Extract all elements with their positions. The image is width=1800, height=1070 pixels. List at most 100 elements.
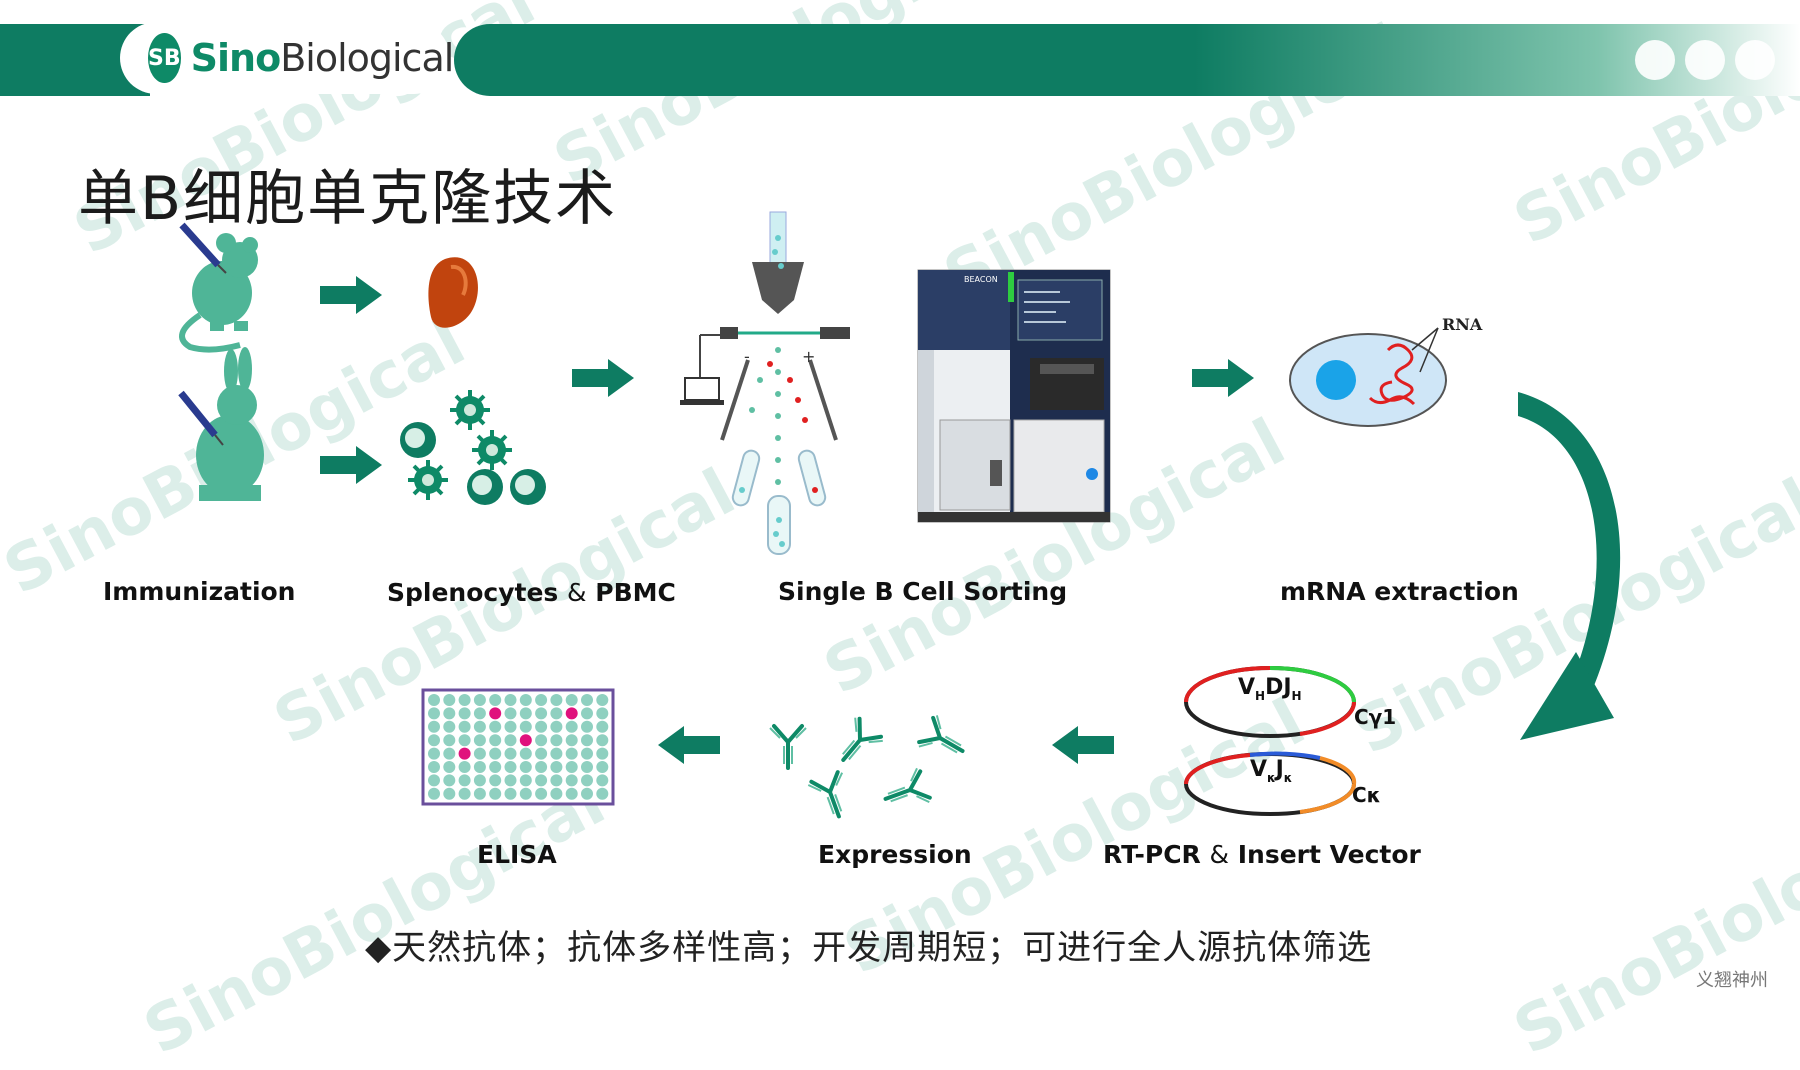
plate-well [519, 774, 532, 787]
plate-well [428, 694, 440, 706]
plate-well [535, 734, 548, 747]
plate-well [581, 734, 593, 747]
plate-well [504, 761, 517, 773]
plate-well [443, 761, 456, 773]
plate-well [565, 787, 578, 800]
plate-well [550, 707, 563, 720]
plate-well [565, 720, 578, 733]
plate-well [428, 720, 440, 733]
plate-well [504, 720, 517, 733]
logo-text: SinoBiological [190, 36, 455, 80]
plate-well [504, 774, 517, 787]
plate-well [458, 734, 471, 747]
plate-well [428, 774, 440, 787]
plate-well [489, 747, 502, 760]
beacon-machine-icon: BEACON [917, 269, 1111, 523]
plate-well [458, 747, 471, 760]
plate-well [581, 774, 593, 787]
plate-well [596, 734, 609, 747]
plate-well [458, 707, 471, 720]
plate-well [535, 747, 548, 760]
plate-well [428, 761, 440, 773]
plate-well [504, 787, 517, 800]
plate-well [489, 761, 502, 773]
plate-well [519, 787, 532, 800]
plate-well [504, 694, 517, 706]
plate-well [596, 720, 609, 733]
arrow-left-icon [658, 726, 720, 764]
spleen-icon [428, 257, 478, 328]
plate-well [473, 720, 486, 733]
plate-well [473, 734, 486, 747]
plate-well [519, 761, 532, 773]
plate-well [581, 761, 593, 773]
plate-well [458, 694, 471, 706]
plate-well [458, 787, 471, 800]
plate-well [550, 774, 563, 787]
label-elisa: ELISA [477, 840, 557, 869]
elisa-plate-icon [421, 688, 615, 806]
plate-well [565, 761, 578, 773]
plate-well [443, 694, 456, 706]
cgamma-label: Cγ1 [1354, 705, 1396, 729]
plate-well [550, 747, 563, 760]
plate-well [428, 747, 440, 760]
plate-well [535, 761, 548, 773]
plate-well [443, 734, 456, 747]
plate-well [565, 694, 578, 706]
plate-well [473, 747, 486, 760]
label-expression: Expression [818, 840, 972, 869]
plate-well [519, 707, 532, 720]
plate-well [473, 774, 486, 787]
antibodies-icon [768, 712, 974, 825]
plate-well [489, 694, 502, 706]
label-rtpcr: RT-PCR & Insert Vector [1103, 840, 1421, 869]
rabbit-icon [178, 347, 264, 501]
ckappa-label: Cκ [1352, 783, 1381, 807]
plate-well [596, 774, 609, 787]
plate-well [504, 707, 517, 720]
plate-well [550, 787, 563, 800]
plate-well [550, 761, 563, 773]
plate-well [581, 787, 593, 800]
plate-well [550, 694, 563, 706]
mouse-icon [179, 222, 258, 353]
plate-well [550, 720, 563, 733]
vh-label: VHDJH [1238, 675, 1302, 703]
plate-well [473, 694, 486, 706]
page-title: 单B细胞单克隆技术 [78, 164, 618, 234]
plate-well [428, 707, 440, 720]
plate-well [473, 707, 486, 720]
mrna-cell-icon: RNA [1289, 315, 1483, 427]
plate-well [443, 787, 456, 800]
workflow-diagram: - + BEACON [178, 211, 1621, 825]
plate-well [489, 707, 502, 720]
svg-text:-: - [744, 347, 750, 366]
plate-well [473, 787, 486, 800]
cells-icon [400, 388, 546, 505]
plate-well [596, 747, 609, 760]
plate-well [519, 694, 532, 706]
arrow-right-icon [1192, 359, 1254, 397]
logo-badge: SB [148, 33, 181, 83]
plate-well [519, 734, 532, 747]
plate-well [596, 707, 609, 720]
corner-note: 义翘神州 [1696, 970, 1768, 991]
arrow-right-icon [320, 276, 382, 314]
footnote: ◆天然抗体；抗体多样性高；开发周期短；可进行全人源抗体筛选 [365, 928, 1373, 968]
light-chain-vector-icon: VκJκ Cκ [1184, 751, 1381, 816]
plate-well [565, 774, 578, 787]
heavy-chain-vector-icon: VHDJH Cγ1 [1184, 666, 1396, 738]
plate-well [443, 707, 456, 720]
plate-well [565, 734, 578, 747]
rna-label: RNA [1442, 315, 1483, 334]
plate-well [535, 707, 548, 720]
plate-well [489, 787, 502, 800]
header-banner: SB SinoBiological [0, 0, 1800, 110]
vk-label: VκJκ [1250, 757, 1292, 785]
label-immunization: Immunization [103, 577, 296, 606]
plate-well [458, 720, 471, 733]
label-sorting: Single B Cell Sorting [778, 577, 1068, 606]
plate-well [473, 761, 486, 773]
machine-label: BEACON [964, 275, 998, 284]
